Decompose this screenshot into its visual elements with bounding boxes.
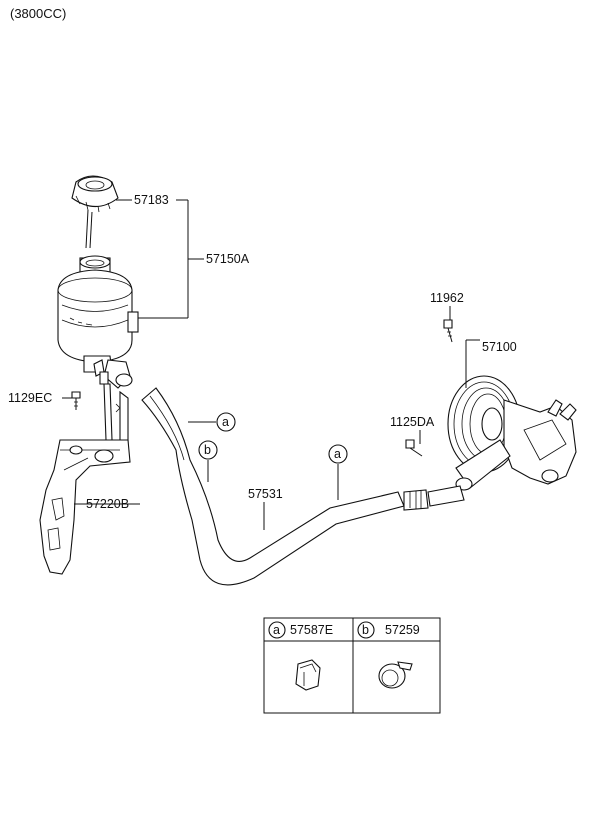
bolt-11962-icon bbox=[443, 319, 453, 343]
label-11962: 11962 bbox=[430, 291, 464, 305]
legend-b-code: b bbox=[362, 623, 369, 637]
legend-b-part: 57259 bbox=[385, 623, 420, 637]
callout-a-top: a bbox=[222, 415, 229, 429]
hose-clamp-a-icon bbox=[295, 659, 321, 691]
label-57183: 57183 bbox=[134, 193, 169, 207]
callout-a-right: a bbox=[334, 447, 341, 461]
label-57150A: 57150A bbox=[206, 252, 250, 266]
reservoir-cap bbox=[71, 175, 119, 249]
label-57220B: 57220B bbox=[86, 497, 129, 511]
reservoir bbox=[57, 255, 139, 389]
label-1125DA: 1125DA bbox=[390, 415, 435, 429]
clamp-legend-table: a 57587E b 57259 bbox=[263, 617, 441, 714]
reservoir-bracket bbox=[39, 383, 131, 575]
power-steering-pump bbox=[427, 375, 577, 507]
callout-b: b bbox=[204, 443, 211, 457]
legend-a-code: a bbox=[273, 623, 280, 637]
hose-clamp-b-icon bbox=[378, 661, 413, 689]
label-1129EC: 1129EC bbox=[8, 391, 52, 405]
bolt-1129ec-icon bbox=[71, 391, 81, 410]
label-57100: 57100 bbox=[482, 340, 517, 354]
legend-a-part: 57587E bbox=[290, 623, 333, 637]
engine-label: (3800CC) bbox=[10, 6, 67, 21]
bolt-1125da-icon bbox=[405, 439, 423, 457]
return-hose bbox=[141, 387, 429, 586]
label-57531: 57531 bbox=[248, 487, 283, 501]
